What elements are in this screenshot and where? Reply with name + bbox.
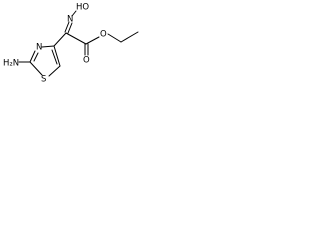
bond-c4-n3	[41, 45, 55, 48]
hydroxyl-label: HO	[76, 3, 89, 13]
bond-ch2-ch3	[120, 31, 139, 43]
bond-c-c-ester	[65, 32, 87, 45]
bond-c5-c4	[53, 45, 61, 67]
atom-label-group: HO N O O N H₂N S	[3, 3, 107, 85]
bond-c-n-double-1	[64, 21, 70, 33]
bond-n3-c2	[29, 50, 36, 63]
bond-group	[18, 10, 139, 77]
carbonyl-oxygen-label: O	[83, 56, 90, 66]
chemical-structure-diagram: HO N O O N H₂N S	[3, 3, 139, 85]
ester-oxygen-label: O	[100, 30, 107, 40]
amino-label: H₂N	[3, 59, 19, 69]
imine-nitrogen-label: N	[67, 15, 73, 25]
bond-c-ring	[53, 32, 67, 47]
bond-c2-s1	[29, 61, 43, 76]
ring-nitrogen-label: N	[36, 43, 42, 53]
bond-c-o-ether	[85, 36, 100, 45]
bond-n-oh	[71, 10, 77, 17]
ring-sulfur-label: S	[41, 75, 46, 85]
bond-s1-c5	[48, 65, 61, 77]
bond-c-n-double-2	[67, 22, 73, 34]
bond-o-ch2	[107, 33, 122, 43]
bond-c5-c4-inner	[51, 49, 58, 65]
bond-c2-n3-inner	[33, 52, 39, 62]
